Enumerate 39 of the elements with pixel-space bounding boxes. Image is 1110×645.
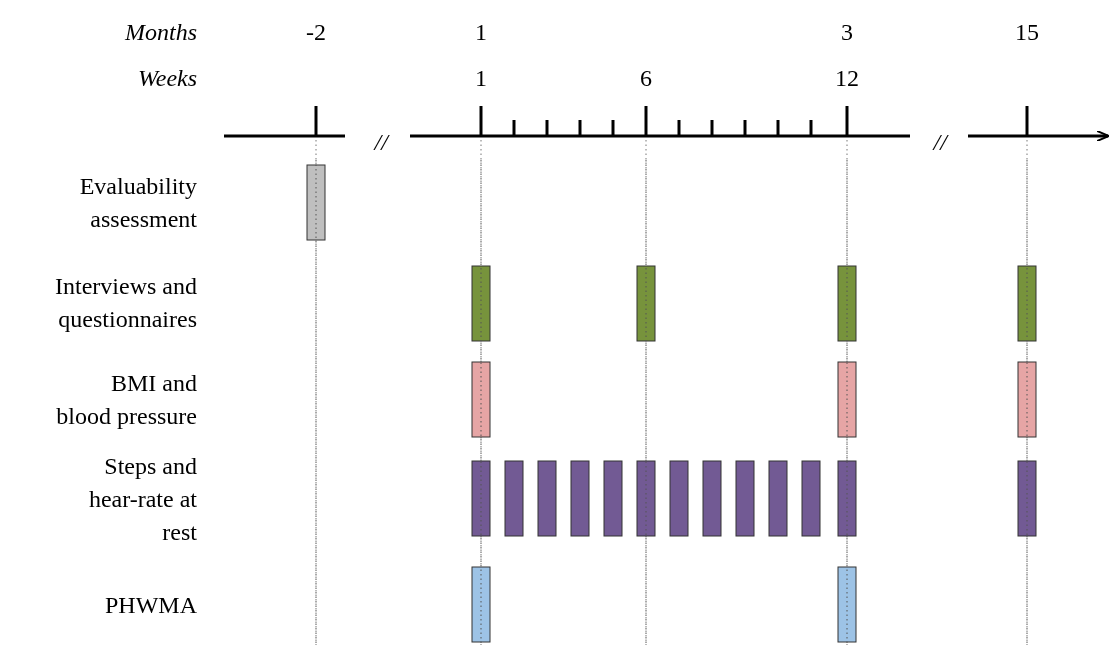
tick-label: 1	[475, 18, 487, 47]
break-mark: //	[374, 128, 388, 157]
tick-label: -2	[306, 18, 326, 47]
schedule-bar	[702, 460, 722, 537]
schedule-bar	[1017, 460, 1037, 537]
schedule-bar	[669, 460, 689, 537]
axis-label: Weeks	[138, 64, 198, 93]
schedule-bar	[837, 265, 857, 342]
row-label: BMI and blood pressure	[55, 369, 197, 431]
schedule-bar	[471, 566, 491, 643]
row-label: Evaluability assessment	[78, 172, 197, 234]
schedule-bar	[837, 566, 857, 643]
schedule-bar	[1017, 265, 1037, 342]
row-label: Interviews and questionnaires	[54, 272, 197, 334]
tick-label: 15	[1015, 18, 1039, 47]
schedule-bar	[801, 460, 821, 537]
schedule-bar	[537, 460, 557, 537]
schedule-bar	[504, 460, 524, 537]
tick-label: 1	[475, 64, 487, 93]
schedule-bar	[837, 460, 857, 537]
break-mark: //	[933, 128, 947, 157]
schedule-bar	[471, 265, 491, 342]
tick-label: 12	[835, 64, 859, 93]
schedule-bar	[735, 460, 755, 537]
schedule-bar	[471, 361, 491, 438]
schedule-bar	[636, 265, 656, 342]
schedule-bar	[570, 460, 590, 537]
schedule-bar	[636, 460, 656, 537]
schedule-bar	[768, 460, 788, 537]
schedule-bar	[837, 361, 857, 438]
schedule-bar	[306, 164, 326, 241]
schedule-bar	[603, 460, 623, 537]
schedule-bar	[1017, 361, 1037, 438]
row-label: PHWMA	[104, 590, 197, 620]
tick-label: 3	[841, 18, 853, 47]
schedule-bar	[471, 460, 491, 537]
tick-label: 6	[640, 64, 652, 93]
axis-label: Months	[125, 18, 197, 47]
row-label: Steps and hear-rate at rest	[87, 451, 197, 547]
